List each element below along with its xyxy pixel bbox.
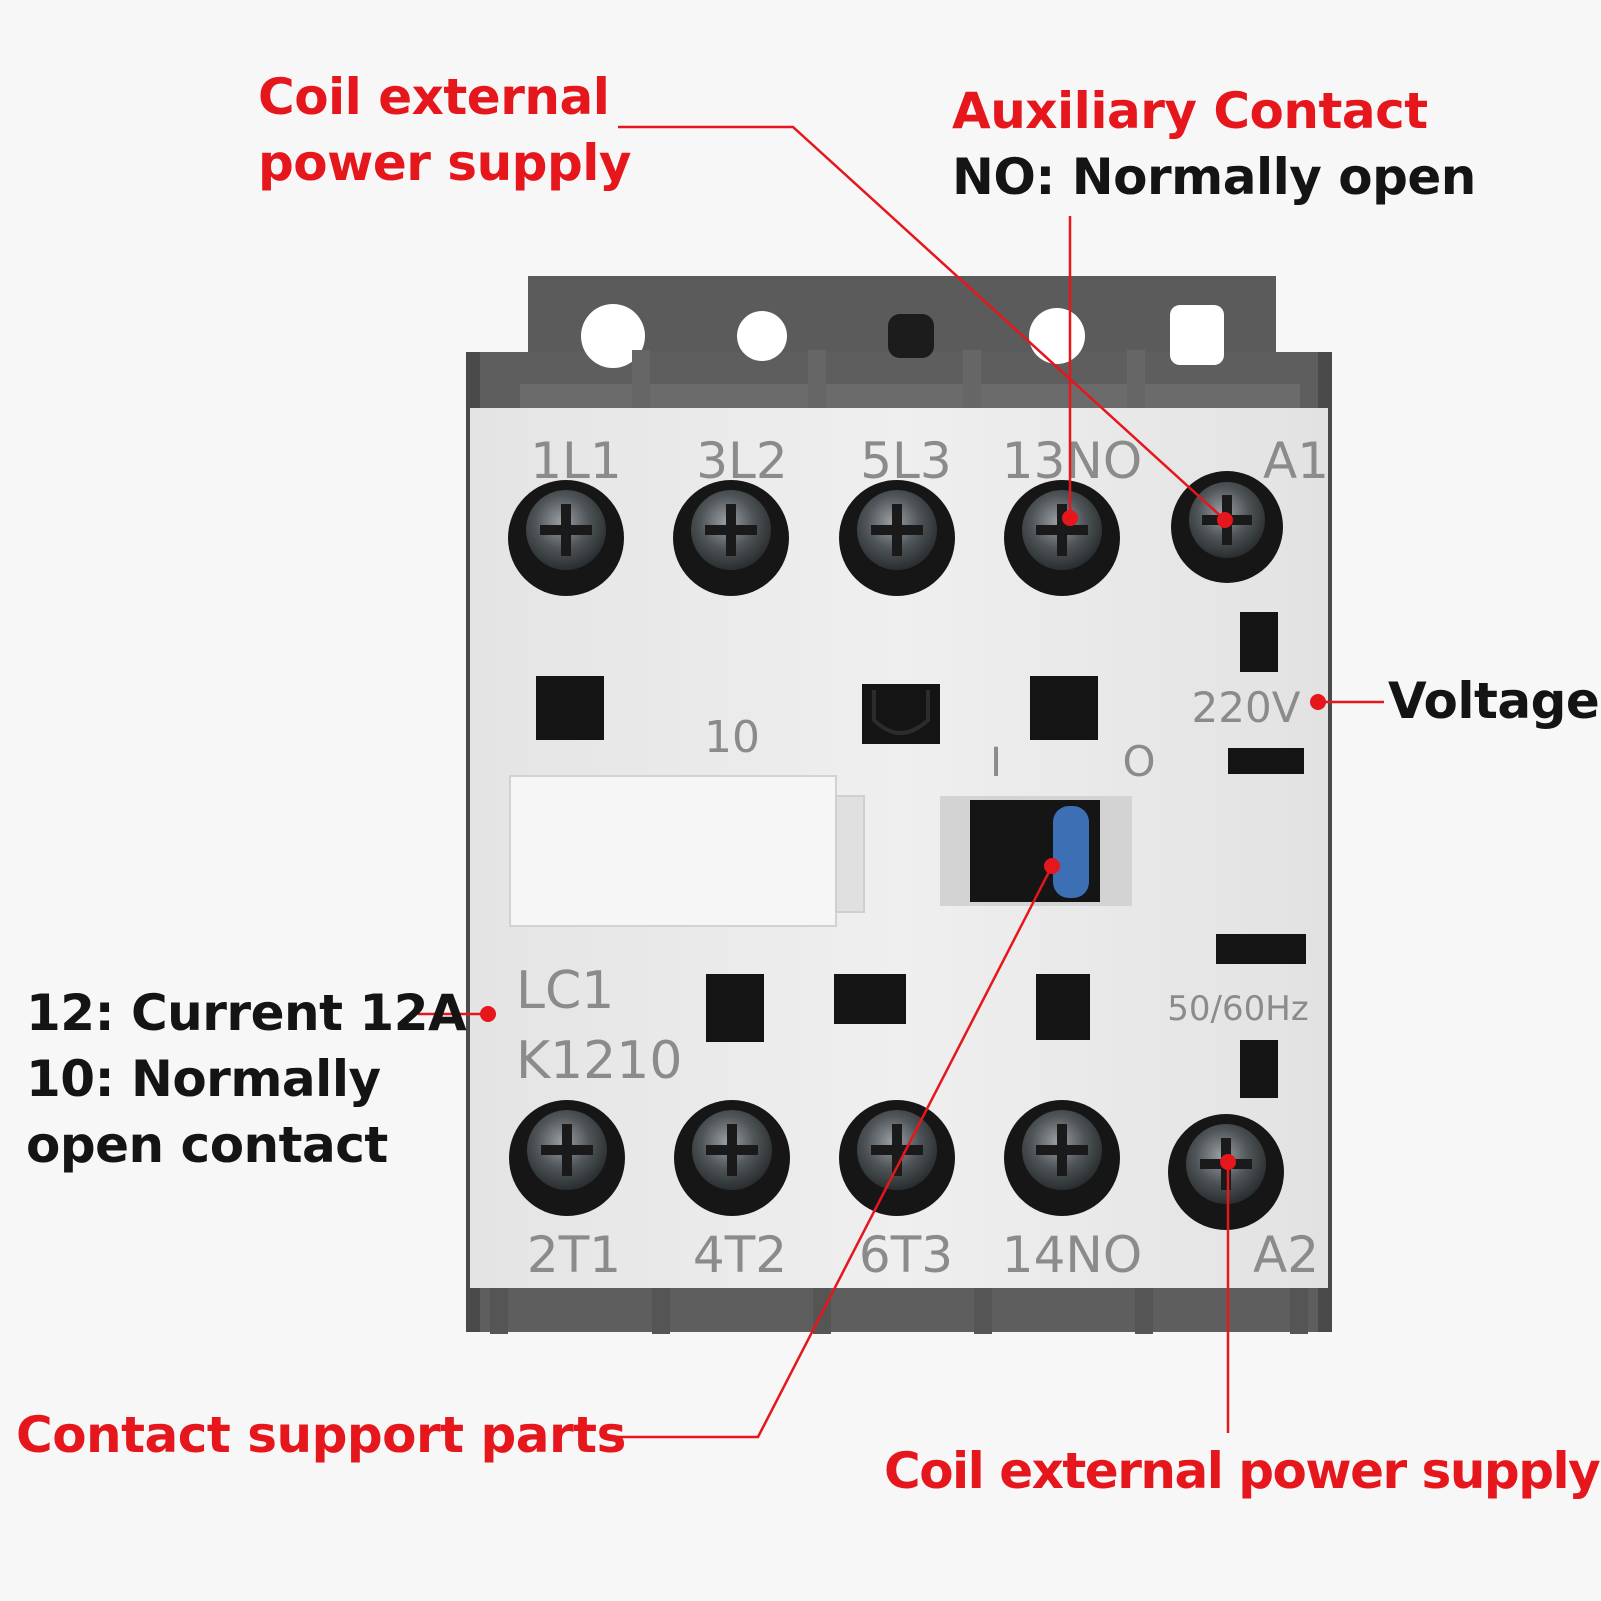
terminal-label-3L2: 3L2: [696, 432, 787, 490]
terminal-screw-14NO[interactable]: [1004, 1100, 1120, 1216]
leader-dot: [1220, 1154, 1236, 1170]
callout-line: open contact: [26, 1116, 388, 1174]
terminal-label-4T2: 4T2: [693, 1226, 787, 1284]
switch-off-marker: O: [1122, 737, 1155, 786]
marking-label-plate: [509, 775, 837, 927]
terminal-label-14NO: 14NO: [1002, 1226, 1142, 1284]
model-label-line2: K1210: [516, 1031, 682, 1091]
callout-line: Voltage: [1388, 672, 1600, 730]
terminal-label-2T1: 2T1: [527, 1226, 621, 1284]
leader-dot: [1062, 510, 1078, 526]
callout-line: Coil external: [258, 68, 610, 126]
callout-line: 10: Normally: [26, 1050, 381, 1108]
mounting-hole: [737, 311, 787, 361]
callout-aux-subtitle: NO: Normally open: [952, 148, 1476, 206]
terminal-label-A1: A1: [1263, 432, 1329, 490]
terminal-screw-6T3[interactable]: [839, 1100, 955, 1216]
terminal-screw-5L3[interactable]: [839, 480, 955, 596]
leader-coil-top: [618, 125, 1226, 521]
terminal-label-13NO: 13NO: [1002, 432, 1142, 490]
callout-contact-support-parts: Contact support parts: [16, 1402, 626, 1468]
terminal-screw-13NO[interactable]: [1004, 480, 1120, 596]
leader-dot: [480, 1006, 496, 1022]
terminal-screw-1L1[interactable]: [508, 480, 624, 596]
leader-lines: [418, 125, 1384, 1439]
leader-dot: [1310, 694, 1326, 710]
contact-support-indicator: [1053, 806, 1089, 898]
terminal-label-5L3: 5L3: [860, 432, 951, 490]
frequency-label: 50/60Hz: [1167, 989, 1308, 1029]
terminal-screw-3L2[interactable]: [673, 480, 789, 596]
callout-voltage: Voltage: [1388, 668, 1600, 734]
terminal-label-A2: A2: [1253, 1226, 1319, 1284]
terminal-screw-A2[interactable]: [1168, 1114, 1284, 1230]
callout-line: 12: Current 12A: [26, 984, 467, 1042]
callout-coil-external-bottom: Coil external power supply: [884, 1438, 1601, 1504]
switch-on-marker: I: [990, 740, 1002, 786]
leader-dot: [1217, 512, 1233, 528]
callout-auxiliary-contact: Auxiliary Contact NO: Normally open: [952, 78, 1476, 210]
mounting-slot: [1170, 305, 1224, 365]
callout-aux-title: Auxiliary Contact: [952, 82, 1428, 140]
mounting-slot: [888, 314, 934, 358]
mounting-hole: [1029, 308, 1085, 364]
terminal-label-1L1: 1L1: [530, 432, 621, 490]
terminal-screw-2T1[interactable]: [509, 1100, 625, 1216]
callout-line: Coil external power supply: [884, 1442, 1601, 1500]
leader-dot: [1044, 858, 1060, 874]
model-label-line1: LC1: [516, 961, 614, 1021]
callout-coil-external-top: Coil external power supply: [258, 64, 631, 196]
terminal-label-6T3: 6T3: [859, 1226, 953, 1284]
aux-code-label: 10: [704, 712, 760, 763]
leader-contact-support: [610, 865, 1054, 1439]
callout-model-description: 12: Current 12A 10: Normally open contac…: [26, 980, 467, 1178]
voltage-rating-label: 220V: [1192, 683, 1301, 732]
callout-line: power supply: [258, 134, 631, 192]
mounting-hole: [581, 304, 645, 368]
callout-line: Contact support parts: [16, 1406, 626, 1464]
terminal-screw-4T2[interactable]: [674, 1100, 790, 1216]
